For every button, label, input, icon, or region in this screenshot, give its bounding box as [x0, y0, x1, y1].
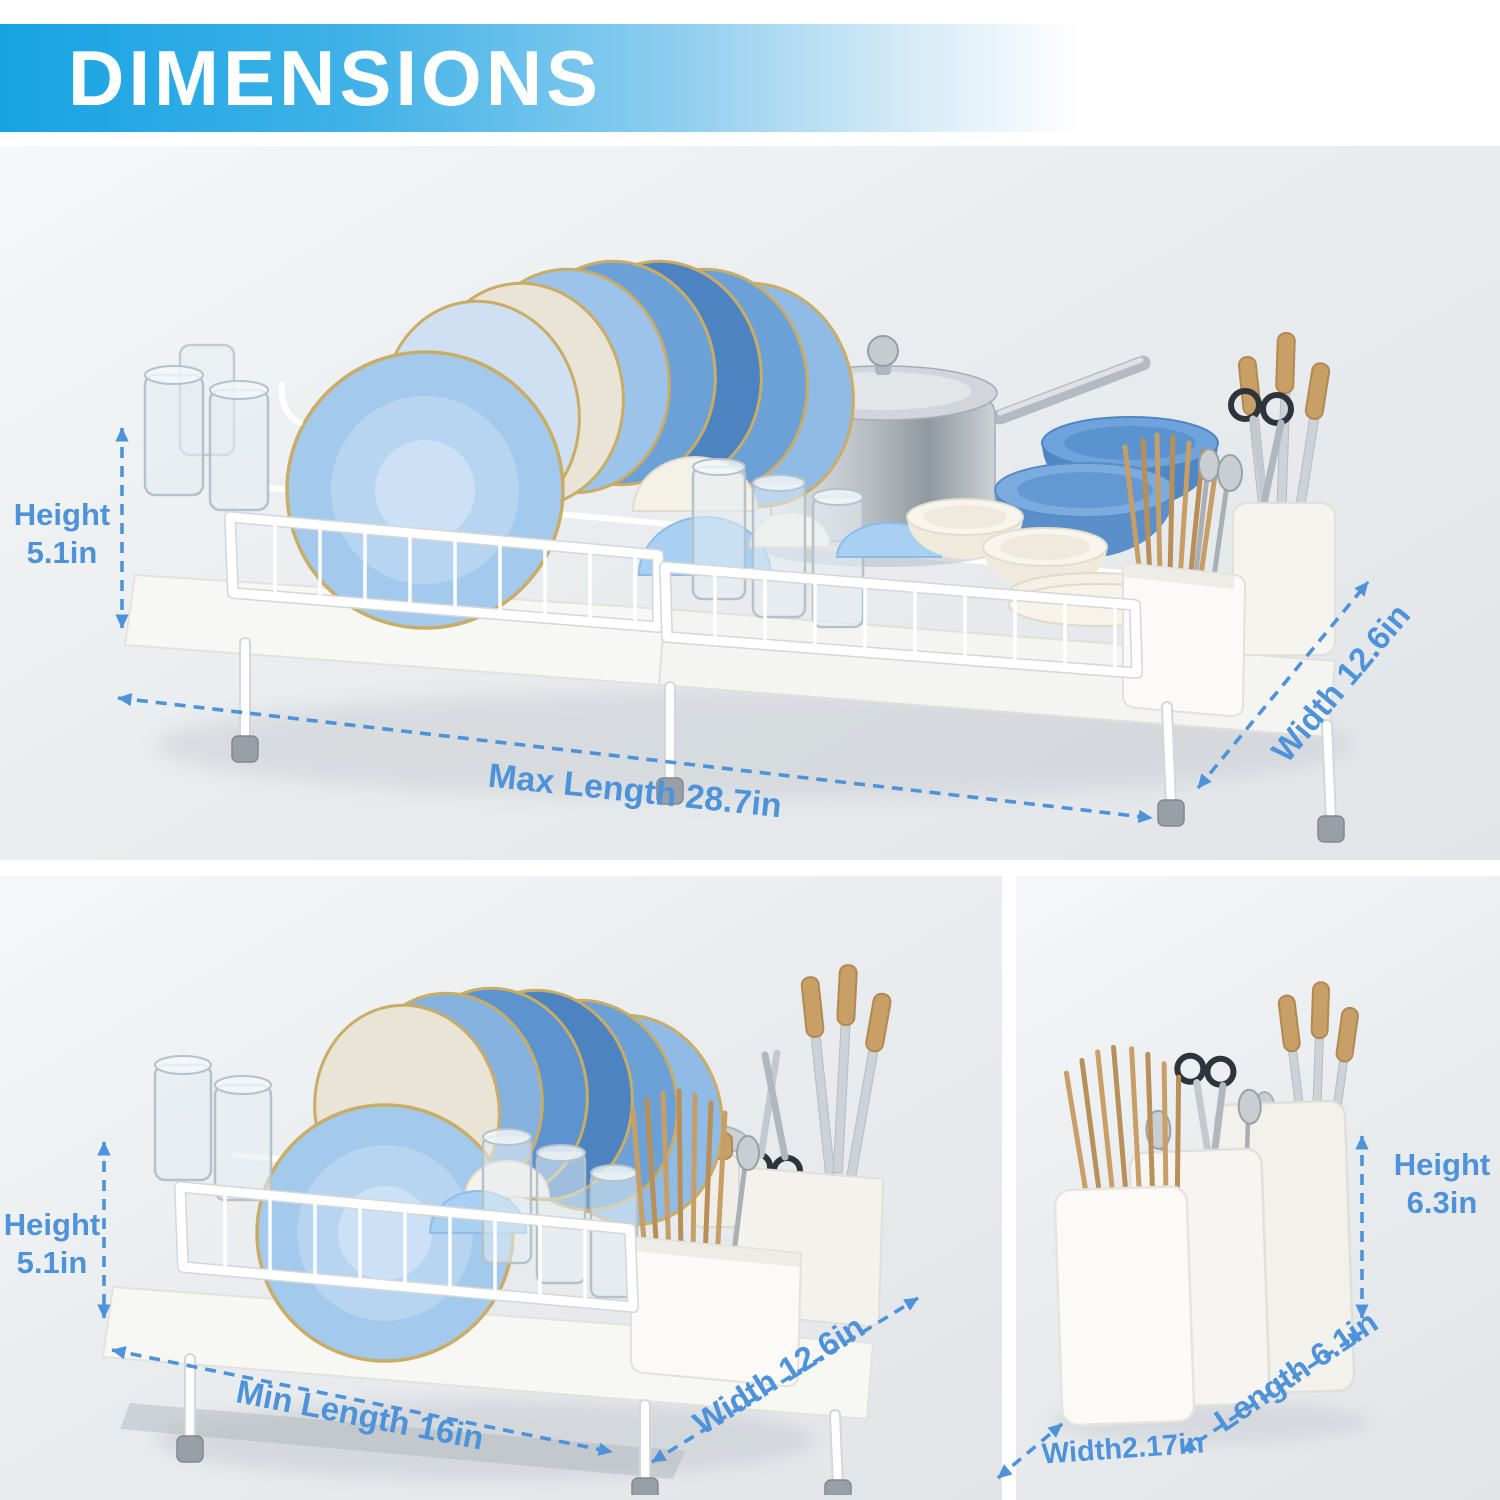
expanded-height-value: 5.1in	[26, 535, 98, 570]
holder-height-label: Height 6.3in	[1384, 1146, 1500, 1222]
plate-stack	[285, 259, 855, 630]
holder-height-text: Height	[1393, 1147, 1491, 1182]
compact-height-value: 5.1in	[16, 1245, 88, 1280]
caddy-front-compartment	[1053, 1185, 1196, 1427]
expanded-height-label: Height 5.1in	[6, 496, 118, 572]
scissors-icon	[1228, 388, 1294, 521]
holder-height-value: 6.3in	[1406, 1185, 1478, 1220]
expanded-rack-illustration	[123, 259, 1355, 843]
knives	[800, 964, 892, 1179]
expanded-height-text: Height	[13, 497, 111, 532]
front-plate	[285, 350, 565, 630]
glasses	[153, 1055, 273, 1202]
cup-hook	[278, 382, 303, 426]
utensil-holder-illustration	[1050, 981, 1370, 1444]
knife-holder	[1228, 332, 1336, 656]
wire-basket	[174, 1181, 639, 1313]
compact-rack-illustration	[101, 964, 892, 1495]
page-title: DIMENSIONS	[68, 33, 603, 122]
compact-height-text: Height	[3, 1207, 101, 1242]
silver-utensils	[730, 1135, 760, 1264]
chopsticks	[1122, 432, 1220, 585]
chopsticks	[630, 1088, 728, 1263]
glasses	[143, 343, 270, 512]
compact-height-label: Height 5.1in	[0, 1206, 104, 1282]
title-banner: DIMENSIONS	[0, 24, 1080, 132]
wire-basket-left	[224, 511, 664, 633]
chopsticks	[1063, 1044, 1182, 1212]
wire-basket-right	[659, 561, 1143, 679]
silver-utensils	[1192, 448, 1243, 586]
